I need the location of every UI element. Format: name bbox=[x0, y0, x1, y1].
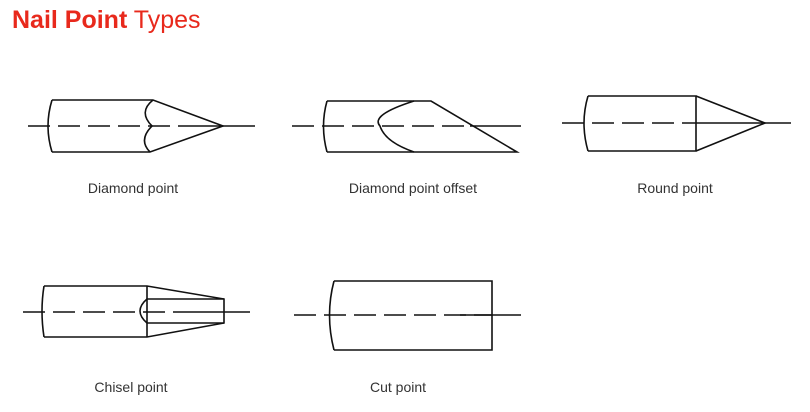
title-bold: Nail Point bbox=[12, 6, 128, 34]
page-title: Nail Point Types bbox=[12, 6, 201, 35]
chisel-point-drawing bbox=[23, 285, 250, 338]
diamond-point-offset-drawing bbox=[292, 100, 521, 153]
label-cut-point: Cut point bbox=[369, 379, 427, 395]
label-round-point: Round point bbox=[637, 180, 713, 196]
round-point-drawing bbox=[562, 95, 791, 152]
diamond-point-drawing bbox=[28, 99, 255, 153]
label-chisel-point: Chisel point bbox=[94, 379, 168, 395]
label-diamond-point: Diamond point bbox=[87, 180, 179, 196]
label-diamond-point-offset: Diamond point offset bbox=[348, 180, 478, 196]
cut-point-drawing bbox=[294, 280, 521, 351]
title-regular: Types bbox=[133, 6, 201, 34]
